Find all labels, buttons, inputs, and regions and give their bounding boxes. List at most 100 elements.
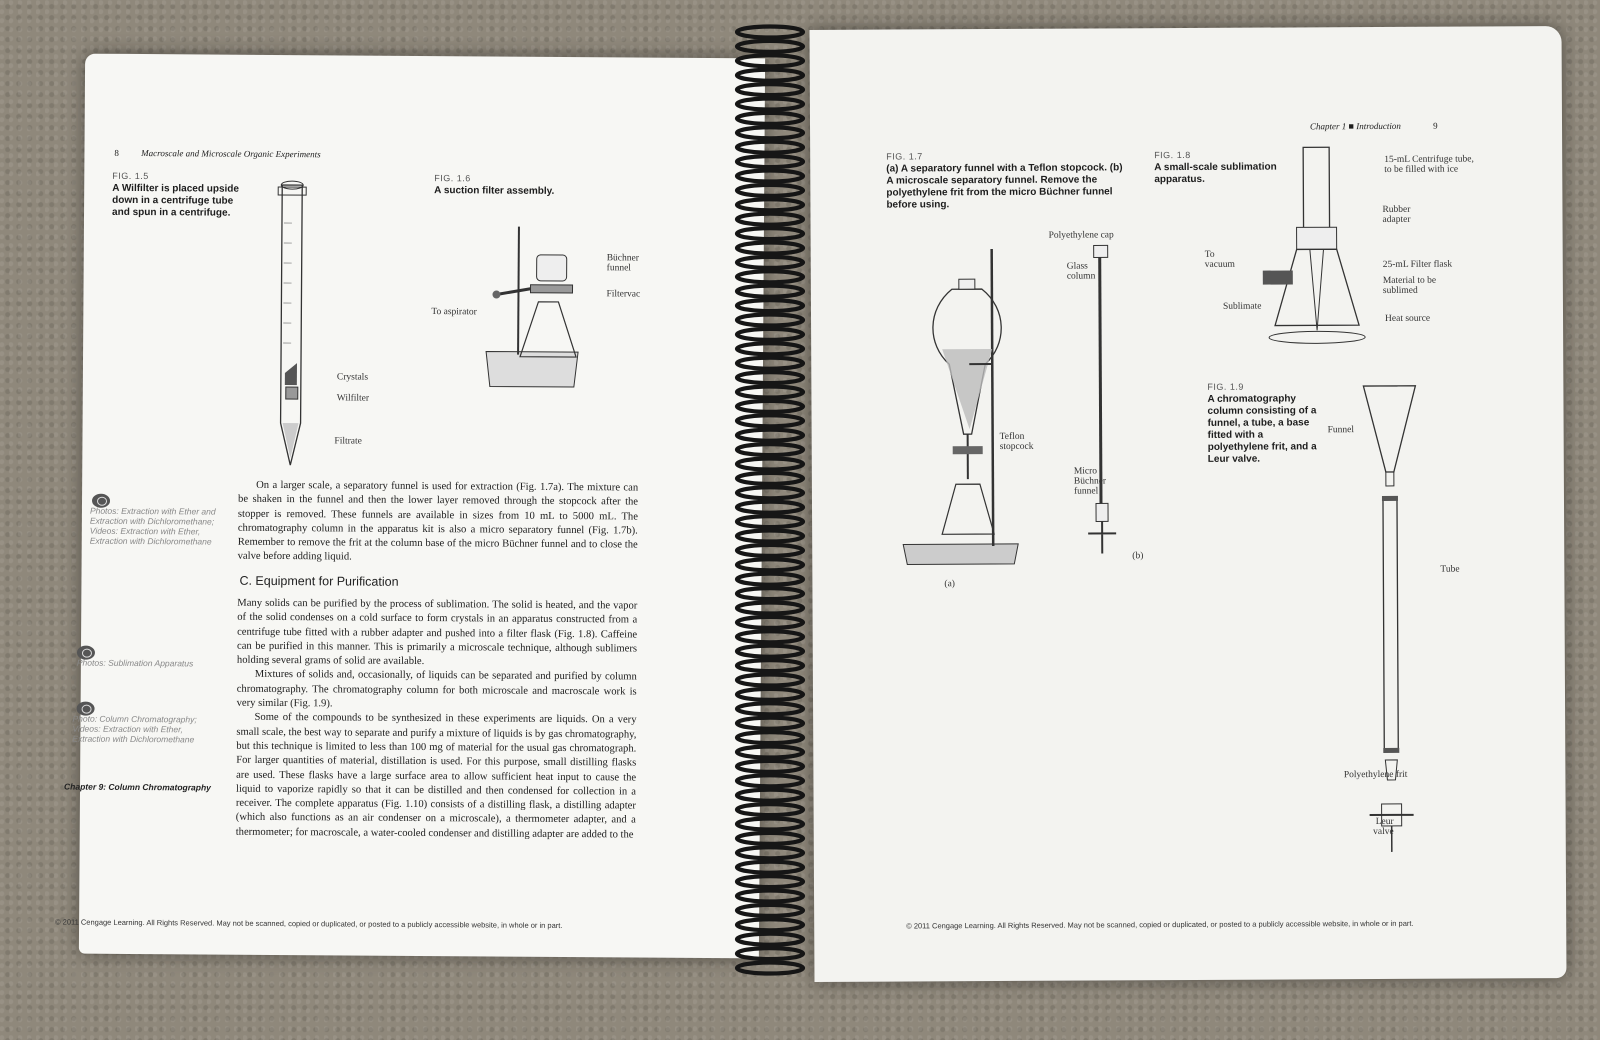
spiral-binding [734, 24, 806, 976]
spiral-coil [734, 442, 806, 458]
separatory-funnel-illustration [902, 244, 1117, 565]
wilfilter-label: Wilfilter [336, 393, 370, 404]
spiral-coil [734, 226, 806, 242]
spiral-coil [734, 211, 806, 227]
fig-1-6-number: FIG. 1.6 [434, 173, 471, 184]
chapter-reference[interactable]: Chapter 9: Column Chromatography [63, 781, 211, 793]
funnel-label: Funnel [1327, 425, 1355, 436]
buchner-funnel-label: Büchner funnel [606, 253, 639, 274]
page-number: 9 [1433, 120, 1438, 131]
paragraph-column-chromatography: Mixtures of solids and, occasionally, of… [236, 669, 637, 710]
spiral-coil [734, 542, 806, 559]
tube-label: Tube [1440, 564, 1460, 575]
running-head-title: Macroscale and Microscale Organic Experi… [141, 148, 321, 160]
spiral-coil [734, 744, 806, 760]
spiral-coil [734, 240, 806, 256]
spiral-coil [734, 686, 806, 703]
spiral-coil [734, 398, 806, 414]
leur-valve-label: Leur valve [1373, 816, 1394, 838]
spiral-coil [734, 154, 806, 170]
spiral-coil [734, 715, 806, 731]
spiral-coil [734, 629, 806, 645]
spiral-coil [734, 888, 806, 904]
heat-source-label: Heat source [1385, 313, 1431, 324]
material-sublimed-label: Material to be sublimed [1382, 275, 1437, 296]
spiral-coil [734, 427, 806, 443]
label-b: (b) [1132, 551, 1144, 562]
spiral-coil [734, 81, 806, 98]
sublimation-apparatus-illustration [1262, 146, 1366, 344]
left-page: 8 Macroscale and Microscale Organic Expe… [55, 53, 766, 959]
spiral-coil [734, 182, 806, 198]
spiral-coil [734, 355, 806, 371]
label-a: (a) [944, 579, 955, 590]
spiral-coil [734, 53, 806, 69]
copyright-footer: © 2011 Cengage Learning. All Rights Rese… [906, 918, 1414, 931]
spiral-coil [734, 197, 806, 213]
spiral-coil [734, 557, 806, 573]
spiral-coil [734, 384, 806, 400]
teflon-stopcock-label: Teflon stopcock [999, 431, 1034, 452]
spiral-coil [734, 859, 806, 875]
fig-1-5-caption: A Wilfilter is placed upside down in a c… [112, 182, 240, 219]
filtervac-label: Filtervac [606, 289, 641, 300]
spiral-coil [734, 413, 806, 429]
spiral-coil [734, 873, 806, 890]
spiral-coil [734, 341, 806, 357]
spiral-coil [734, 110, 806, 127]
chromatography-column-illustration [1362, 385, 1417, 852]
spiral-coil [734, 917, 806, 933]
spiral-coil [734, 470, 806, 486]
spiral-coil [734, 38, 806, 54]
sidenote-sublimation[interactable]: Photos: Sublimation Apparatus [76, 657, 194, 669]
spiral-coil [734, 902, 806, 919]
polyethylene-frit-label: Polyethylene frit [1343, 769, 1408, 781]
section-heading: C. Equipment for Purification [239, 573, 399, 589]
spiral-coil [734, 326, 806, 342]
spiral-coil [734, 816, 806, 832]
spiral-coil [734, 370, 806, 386]
spiral-coil [734, 787, 806, 803]
sidenote-extraction[interactable]: Photos: Extraction with Ether and Extrac… [89, 505, 216, 547]
spiral-coil [734, 600, 806, 616]
spiral-coil [734, 67, 806, 83]
spiral-coil [734, 758, 806, 775]
spiral-coil [734, 24, 806, 40]
fig-1-9-number: FIG. 1.9 [1207, 381, 1244, 392]
suction-filter-illustration [485, 226, 579, 388]
spiral-coil [734, 773, 806, 789]
centrifuge-tube-label: 15-mL Centrifuge tube, to be filled with… [1384, 154, 1474, 175]
spiral-coil [734, 96, 806, 112]
spiral-coil [734, 614, 806, 631]
fig-1-6-caption: A suction filter assembly. [434, 185, 555, 197]
fig-1-9-caption: A chromatography column consisting of a … [1207, 393, 1317, 465]
rubber-adapter-label: Rubber adapter [1382, 204, 1411, 225]
spiral-coil [734, 643, 806, 659]
spiral-coil [734, 945, 806, 962]
copyright-footer: © 2011 Cengage Learning. All Rights Rese… [55, 917, 563, 930]
spiral-coil [734, 499, 806, 515]
spiral-coil [734, 168, 806, 184]
micro-buchner-label: Micro Büchner funnel [1073, 466, 1107, 497]
fig-1-5-number: FIG. 1.5 [112, 170, 149, 182]
spiral-coil [734, 283, 806, 299]
running-head: 8 Macroscale and Microscale Organic Expe… [114, 148, 320, 159]
running-head: Chapter 1 ■ Introduction 9 [1310, 121, 1438, 132]
paragraph-distillation: Some of the compounds to be synthesized … [235, 712, 637, 841]
spiral-coil [734, 514, 806, 530]
spiral-coil [734, 528, 806, 544]
spiral-coil [734, 845, 806, 861]
fig-1-7-number: FIG. 1.7 [886, 151, 923, 162]
filtrate-label: Filtrate [334, 436, 362, 447]
sidenote-chromatography[interactable]: Photo: Column Chromatography; Videos: Ex… [72, 713, 197, 745]
spiral-coil [734, 960, 806, 976]
wilfilter-centrifuge-tube-illustration [277, 180, 307, 466]
right-page: Chapter 1 ■ Introduction 9 FIG. 1.7 (a) … [809, 26, 1567, 982]
spiral-coil [734, 312, 806, 328]
body-column: Many solids can be purified by the proce… [236, 597, 638, 843]
spiral-coil [734, 657, 806, 674]
crystals-label: Crystals [336, 372, 369, 383]
spiral-coil [734, 729, 806, 746]
polyethylene-cap-label: Polyethylene cap [1048, 230, 1114, 241]
spiral-coil [734, 571, 806, 587]
